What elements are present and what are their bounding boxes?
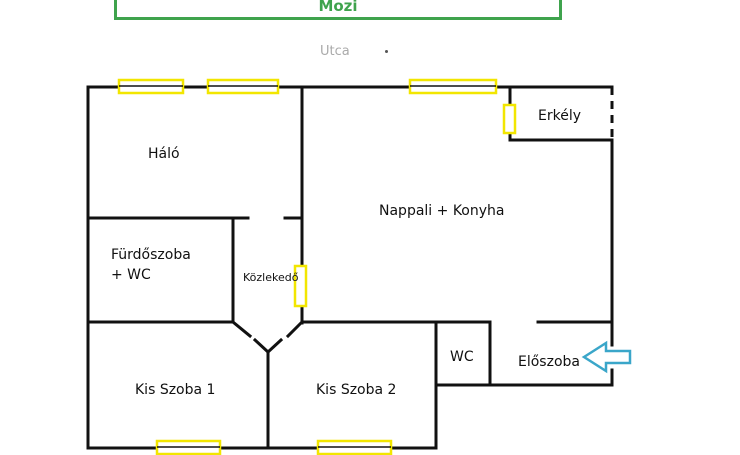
entrance-arrow-icon bbox=[581, 340, 632, 374]
corridor-door-v-left bbox=[252, 337, 271, 355]
window-corridor bbox=[293, 264, 308, 308]
street-dot bbox=[385, 50, 388, 53]
room-label-furdo-1: Fürdőszoba bbox=[111, 247, 191, 263]
street-label: Utca bbox=[320, 44, 350, 59]
room-label-halo: Háló bbox=[148, 146, 180, 162]
room-label-wc: WC bbox=[450, 349, 474, 365]
window-balcony bbox=[502, 103, 517, 135]
corridor-door-right bbox=[285, 319, 305, 339]
room-label-kozlekedo: Közlekedő bbox=[243, 271, 299, 284]
corridor-door-v-right bbox=[265, 337, 284, 355]
room-label-kis-szoba-1: Kis Szoba 1 bbox=[135, 382, 216, 398]
room-label-erkely: Erkély bbox=[538, 108, 581, 124]
header-title: Mozi bbox=[318, 0, 358, 15]
room-label-kis-szoba-2: Kis Szoba 2 bbox=[316, 382, 397, 398]
room-label-eloszoba: Előszoba bbox=[518, 354, 580, 370]
room-label-nappali: Nappali + Konyha bbox=[379, 203, 505, 219]
room-label-furdo-2: + WC bbox=[111, 267, 151, 283]
header-banner: Mozi bbox=[114, 0, 562, 20]
corridor-door-left bbox=[230, 319, 253, 339]
